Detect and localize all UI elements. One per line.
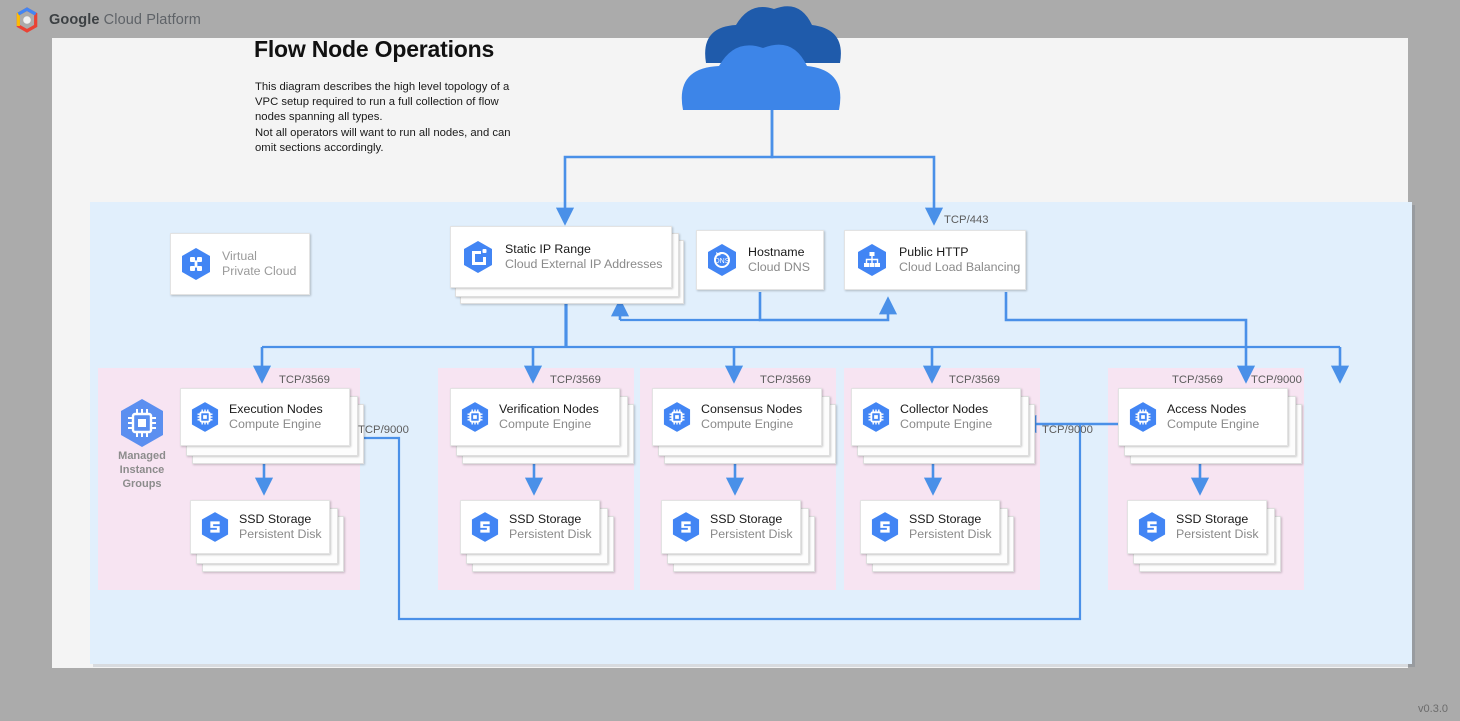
persistent-disk-icon (871, 511, 899, 543)
card-virtual-private-cloud[interactable]: Virtual Private Cloud (170, 233, 310, 295)
port-label-verification-3569: TCP/3569 (550, 374, 601, 386)
brand-header: Google Cloud Platform (14, 6, 201, 34)
brand-rest: Cloud Platform (99, 12, 201, 28)
card-access-nodes[interactable]: Access Nodes Compute Engine (1118, 388, 1288, 446)
card-subtitle: Cloud Load Balancing (899, 260, 1021, 274)
card-text: SSD Storage Persistent Disk (909, 512, 992, 542)
card-subtitle: Persistent Disk (239, 527, 322, 541)
card-collector-nodes[interactable]: Collector Nodes Compute Engine (851, 388, 1021, 446)
cloud-dns-icon: DNS (707, 243, 737, 277)
card-text: SSD Storage Persistent Disk (509, 512, 592, 542)
card-subtitle: Private Cloud (222, 264, 297, 278)
persistent-disk-icon (201, 511, 229, 543)
card-public-http[interactable]: Public HTTP Cloud Load Balancing (844, 230, 1026, 290)
card-subtitle: Persistent Disk (710, 527, 793, 541)
port-label-access-3569: TCP/3569 (1172, 374, 1223, 386)
mig-label-line-2: Instance (119, 464, 165, 476)
description-line-1: This diagram describes the high level to… (255, 81, 510, 93)
compute-engine-icon (862, 401, 890, 433)
persistent-disk-icon (1138, 511, 1166, 543)
card-title: Access Nodes (1167, 401, 1247, 416)
port-label-execution-3569: TCP/3569 (279, 374, 330, 386)
card-title: SSD Storage (1176, 511, 1249, 526)
card-execution-nodes[interactable]: Execution Nodes Compute Engine (180, 388, 350, 446)
card-title: Public HTTP (899, 244, 969, 259)
mig-hex-icon (120, 398, 164, 453)
card-consensus-nodes[interactable]: Consensus Nodes Compute Engine (652, 388, 822, 446)
mig-label-line-1: Managed (118, 450, 166, 462)
port-label-access-9000: TCP/9000 (1251, 374, 1302, 386)
card-subtitle: Compute Engine (499, 417, 592, 431)
svg-text:DNS: DNS (715, 258, 730, 265)
card-execution-ssd-storage[interactable]: SSD Storage Persistent Disk (190, 500, 330, 554)
card-title: SSD Storage (710, 511, 783, 526)
persistent-disk-icon (672, 511, 700, 543)
card-title: Execution Nodes (229, 401, 323, 416)
cloud-external-ip-icon (463, 240, 493, 274)
google-cloud-platform-logo-icon (14, 7, 40, 33)
card-consensus-ssd-storage[interactable]: SSD Storage Persistent Disk (661, 500, 801, 554)
card-text: Static IP Range Cloud External IP Addres… (505, 242, 663, 272)
card-static-ip-range[interactable]: Static IP Range Cloud External IP Addres… (450, 226, 672, 288)
card-text: Verification Nodes Compute Engine (499, 402, 599, 432)
description-line-3: nodes spanning all types. (255, 111, 383, 124)
card-text: Virtual Private Cloud (222, 249, 296, 279)
card-title: Hostname (748, 244, 805, 259)
description-line-4: Not all operators will want to run all n… (255, 126, 511, 139)
version-label: v0.3.0 (1418, 703, 1448, 715)
mig-label-line-3: Groups (122, 478, 162, 490)
port-label-https: TCP/443 (944, 214, 989, 226)
card-text: Hostname Cloud DNS (748, 245, 810, 275)
card-title: SSD Storage (239, 511, 312, 526)
card-access-ssd-storage[interactable]: SSD Storage Persistent Disk (1127, 500, 1267, 554)
brand-text: Google Cloud Platform (49, 12, 201, 28)
description-line-2: VPC setup required to run a full collect… (255, 96, 499, 109)
compute-engine-icon (1129, 401, 1157, 433)
cloud-load-balancing-icon (857, 243, 887, 277)
card-subtitle: Compute Engine (701, 417, 794, 431)
port-label-consensus-3569: TCP/3569 (760, 374, 811, 386)
card-subtitle: Persistent Disk (509, 527, 592, 541)
card-text: Public HTTP Cloud Load Balancing (899, 245, 1020, 275)
card-verification-ssd-storage[interactable]: SSD Storage Persistent Disk (460, 500, 600, 554)
card-text: SSD Storage Persistent Disk (1176, 512, 1259, 542)
brand-google: Google (49, 12, 100, 28)
card-subtitle: Compute Engine (900, 417, 993, 431)
port-label-collector-3569: TCP/3569 (949, 374, 1000, 386)
mig-label: Managed Instance Groups (102, 449, 182, 491)
card-title: Collector Nodes (900, 401, 989, 416)
card-subtitle: Cloud DNS (748, 260, 810, 274)
compute-engine-icon (663, 401, 691, 433)
card-verification-nodes[interactable]: Verification Nodes Compute Engine (450, 388, 620, 446)
card-hostname[interactable]: DNS Hostname Cloud DNS (696, 230, 824, 290)
card-title: Virtual (222, 248, 257, 263)
card-text: SSD Storage Persistent Disk (710, 512, 793, 542)
card-subtitle: Compute Engine (229, 417, 322, 431)
card-title: SSD Storage (909, 511, 982, 526)
card-title: Static IP Range (505, 241, 591, 256)
persistent-disk-icon (471, 511, 499, 543)
card-text: Consensus Nodes Compute Engine (701, 402, 802, 432)
card-subtitle: Persistent Disk (909, 527, 992, 541)
port-label-execution-9000: TCP/9000 (358, 424, 409, 436)
card-subtitle: Persistent Disk (1176, 527, 1259, 541)
card-text: Execution Nodes Compute Engine (229, 402, 323, 432)
description-line-5: omit sections accordingly. (255, 141, 384, 154)
card-text: Collector Nodes Compute Engine (900, 402, 992, 432)
page-title: Flow Node Operations (254, 36, 495, 62)
virtual-private-cloud-icon (181, 247, 211, 281)
card-text: SSD Storage Persistent Disk (239, 512, 322, 542)
card-text: Access Nodes Compute Engine (1167, 402, 1259, 432)
card-subtitle: Cloud External IP Addresses (505, 257, 663, 271)
card-title: SSD Storage (509, 511, 582, 526)
port-label-collector-9000: TCP/9000 (1042, 424, 1093, 436)
compute-engine-icon (191, 401, 219, 433)
card-collector-ssd-storage[interactable]: SSD Storage Persistent Disk (860, 500, 1000, 554)
card-title: Verification Nodes (499, 401, 599, 416)
page-description: This diagram describes the high level to… (255, 80, 545, 156)
card-subtitle: Compute Engine (1167, 417, 1260, 431)
compute-engine-icon (461, 401, 489, 433)
card-title: Consensus Nodes (701, 401, 803, 416)
